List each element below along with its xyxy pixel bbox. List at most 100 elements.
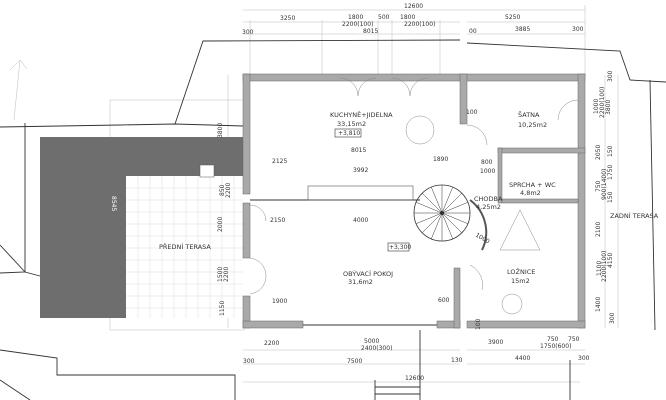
dimension-label: 1000 [593,99,600,114]
dimension-label: 3885 [515,26,530,33]
dimension-label: 00 [469,28,477,35]
room-bedroom: LOŽNICE 15m2 [507,267,535,285]
dimension-label: 4400 [515,355,530,362]
dimensions-bottom: 2200 5000 2400(300) 300 7500 130 3900 75… [243,318,590,382]
room-name: CHODBA [474,195,503,203]
dimension-label: 12600 [404,3,423,10]
dimension-label: 3800 [217,123,224,138]
dimension-label: 2125 [272,158,287,165]
dimension-label: 5000 [364,338,379,345]
dimension-label: 8015 [351,147,366,154]
dimensions-right: 300 1000 2200(100) 3800 2050 150 750 900… [593,70,616,324]
dimension-label: 4150 [607,253,614,268]
room-name: OBÝVACÍ POKOJ [343,269,393,278]
room-area: 33,15m2 [337,120,366,128]
dimension-label: 1890 [433,156,448,163]
dimension-label: 2100 [595,222,602,237]
dimension-label: 2200 [223,267,230,282]
dimension-label: 500 [378,14,390,21]
dimension-label: 300 [578,355,590,362]
dimension-label: 150 [607,145,614,157]
dimension-label: 3800 [605,100,612,115]
dimension-label: 300 [243,358,255,365]
dimension-label: 3250 [280,15,295,22]
dimension-label: 300 [609,312,616,324]
dimension-label: 1150 [219,301,226,316]
dimension-label: 850 [219,184,226,196]
stair-tread [422,193,443,214]
level-mark: +3,810 [338,130,360,137]
dimension-label: 750 [547,336,559,343]
room-hall: CHODBA 4,25m2 [474,195,503,211]
dimension-label: 100 [475,318,482,330]
dimension-label: 2200 [225,183,232,198]
dimension-label: 7500 [347,358,362,365]
front-terrace-area [126,176,243,318]
rear-terrace-label: ZADNÍ TERASA [610,211,659,220]
dimension-label: 8545 [110,196,117,211]
room-area: 10,25m2 [518,121,547,129]
dimensions-left: 3800 850 2200 2000 1500 2200 1150 8545 [110,123,232,316]
curved-wall [469,199,488,251]
dimension-label: 2200(100) [601,251,608,282]
room-name: ŠATNA [518,110,540,119]
room-area: 4,8m2 [520,189,541,197]
dimension-label: 1750 [607,165,614,180]
stair-tread [416,202,443,214]
dimension-label: 1800 [348,14,363,21]
dimension-label: 900(1400) [601,169,608,200]
stair-tread [416,212,443,224]
walls [242,73,586,329]
front-terrace-label: PŘEDNÍ TERASA [159,242,211,251]
stair-tread [441,212,453,239]
site-outline [0,39,666,400]
dimension-label: 100 [466,109,478,116]
dimension-label: 1800 [400,14,415,21]
dimension-label: 1500 [217,267,224,282]
stair-tread [441,212,462,233]
dimension-label: 4000 [353,217,368,224]
dimension-label: 2050 [595,145,602,160]
stair-tread [441,212,468,224]
doors [249,77,579,315]
dimension-label: 300 [607,70,614,82]
dimension-label: 2000 [217,217,224,232]
dimension-label: 1400 [595,297,602,312]
room-name: KUCHYNĚ+JIDELNA [330,110,393,119]
room-shower: SPRCHA + WC 4,8m2 [509,181,556,197]
room-name: SPRCHA + WC [509,181,556,189]
dimension-label: 600 [438,297,450,304]
room-area: 15m2 [511,277,530,285]
dimension-label: 300 [242,29,254,36]
dimension-label: 300 [572,26,584,33]
dimension-label: 2200(100) [404,21,435,28]
dimension-label: 2400(300) [361,345,392,352]
dimension-label: 5250 [505,14,520,21]
stair-tread [441,193,462,214]
room-name: LOŽNICE [507,267,535,276]
dimension-label: 1750(600) [540,343,571,350]
stair-tread [422,212,443,233]
dimension-label: 150 [607,191,614,203]
room-kitchen: KUCHYNĚ+JIDELNA 33,15m2 +3,810 [330,110,393,138]
dimension-label: 3900 [488,339,503,346]
stair-tread [441,187,453,214]
dimension-label: 12600 [405,375,424,382]
dimensions-top: 12600 3250 1800 2200(100) 500 1800 2200(… [242,3,584,36]
terrace-grid [126,176,243,318]
room-area: 4,25m2 [476,203,501,211]
level-mark: +3,300 [389,244,411,251]
dimension-label: 1000 [480,168,495,175]
dimension-label: 2200(100) [599,87,606,118]
dimension-label: 2200 [264,340,279,347]
dimension-label: 2200(100) [342,21,373,28]
dimension-label: 8015 [363,28,378,35]
dimension-label: 1000 [474,232,491,246]
dimension-label: 750 [568,336,580,343]
stair-tread [441,202,468,214]
room-living: +3,300 OBÝVACÍ POKOJ 31,6m2 [343,242,411,286]
dimension-label: 2150 [270,217,285,224]
spiral-staircase [413,184,471,242]
dimension-label: 800 [481,159,493,166]
